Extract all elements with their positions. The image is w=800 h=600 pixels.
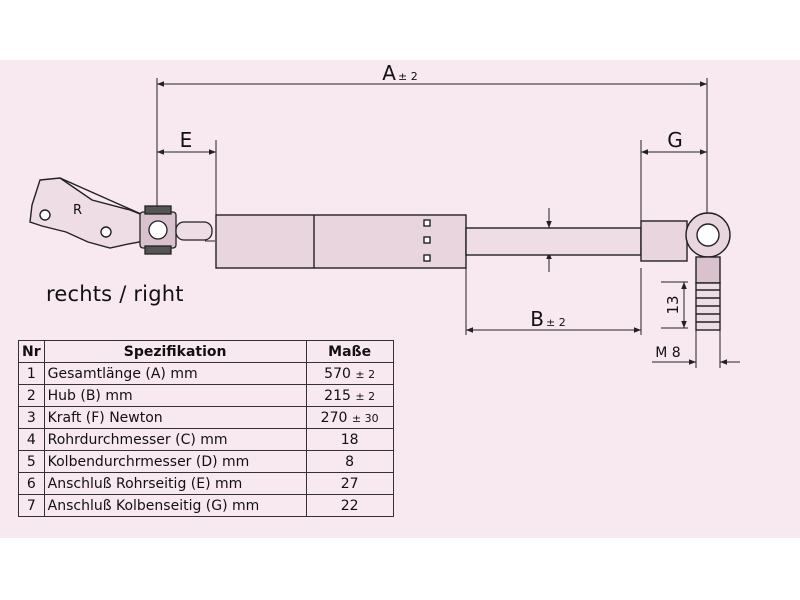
- table-header-row: Nr Spezifikation Maße: [18, 340, 394, 363]
- row-value: 22: [305, 494, 394, 517]
- table-row: 6 Anschluß Rohrseitig (E) mm 27: [18, 472, 394, 495]
- dimension-13-label: 13: [664, 295, 682, 314]
- row-spec: Anschluß Kolbenseitig (G) mm: [43, 494, 307, 517]
- row-nr: 6: [18, 472, 45, 495]
- table-row: 2 Hub (B) mm 215 ± 2: [18, 384, 394, 407]
- row-nr: 7: [18, 494, 45, 517]
- row-spec: Gesamtlänge (A) mm: [43, 362, 307, 385]
- table-row: 7 Anschluß Kolbenseitig (G) mm 22: [18, 494, 394, 517]
- row-spec: Kolbendurchrmesser (D) mm: [43, 450, 307, 473]
- row-spec: Anschluß Rohrseitig (E) mm: [43, 472, 307, 495]
- row-value: 270 ± 30: [305, 406, 394, 429]
- row-nr: 1: [18, 362, 45, 385]
- row-nr: 5: [18, 450, 45, 473]
- row-value: 18: [305, 428, 394, 451]
- right-end-fitting: [640, 212, 731, 331]
- row-nr: 3: [18, 406, 45, 429]
- dimension-B-label: B± 2: [530, 307, 565, 331]
- specification-table: Nr Spezifikation Maße 1 Gesamtlänge (A) …: [18, 340, 394, 517]
- header-value: Maße: [305, 340, 394, 363]
- table-row: 3 Kraft (F) Newton 270 ± 30: [18, 406, 394, 429]
- row-nr: 4: [18, 428, 45, 451]
- bracket-R-label: R: [73, 203, 82, 218]
- left-end-fitting: [139, 205, 213, 255]
- dimension-G-label: G: [667, 128, 683, 152]
- side-label: rechts / right: [46, 282, 184, 306]
- header-spec: Spezifikation: [43, 340, 307, 363]
- dimension-M8-label: M 8: [655, 345, 680, 361]
- cylinder-tube: [215, 214, 467, 269]
- table-row: 1 Gesamtlänge (A) mm 570 ± 2: [18, 362, 394, 385]
- piston-rod: [465, 227, 642, 256]
- dimension-A-label: A± 2: [382, 61, 417, 85]
- row-value: 8: [305, 450, 394, 473]
- header-nr: Nr: [18, 340, 45, 363]
- row-spec: Hub (B) mm: [43, 384, 307, 407]
- table-row: 5 Kolbendurchrmesser (D) mm 8: [18, 450, 394, 473]
- table-row: 4 Rohrdurchmesser (C) mm 18: [18, 428, 394, 451]
- dimension-E-label: E: [180, 128, 193, 152]
- row-value: 570 ± 2: [305, 362, 394, 385]
- row-value: 27: [305, 472, 394, 495]
- left-mounting-bracket: R: [29, 177, 151, 249]
- row-spec: Kraft (F) Newton: [43, 406, 307, 429]
- row-spec: Rohrdurchmesser (C) mm: [43, 428, 307, 451]
- row-value: 215 ± 2: [305, 384, 394, 407]
- row-nr: 2: [18, 384, 45, 407]
